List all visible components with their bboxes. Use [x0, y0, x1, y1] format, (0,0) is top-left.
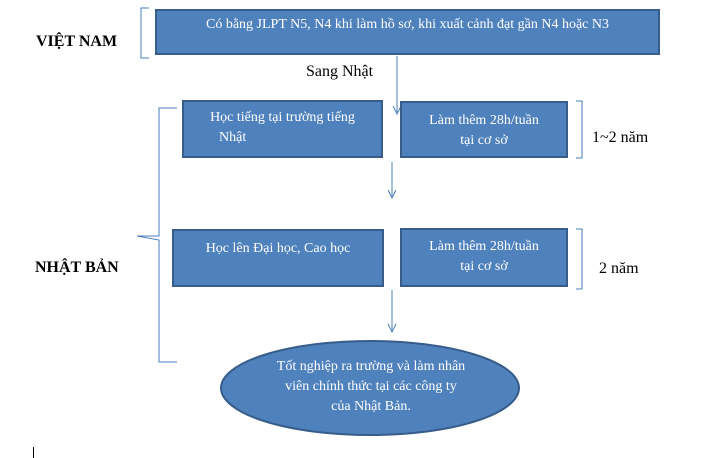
part-time-2-line-2: tại cơ sở	[460, 259, 508, 274]
part-time-1-line-2: tại cơ sở	[460, 133, 508, 148]
language-school-box: Học tiếng tại trường tiếng Nhật	[182, 100, 383, 158]
stage2-duration: 2 năm	[599, 260, 639, 277]
language-school-line-1: Học tiếng tại trường tiếng	[210, 110, 355, 125]
vietnam-label: VIỆT NAM	[36, 33, 118, 50]
japan-brace	[136, 107, 177, 363]
arrow-stage2-to-final-head	[387, 323, 397, 334]
final-line-3: của Nhật Bản.	[331, 399, 411, 414]
final-line-2: viên chính thức tại các công ty	[285, 379, 457, 394]
part-time-2-line-1: Làm thêm 28h/tuần	[429, 239, 539, 254]
part-time-1-line-1: Làm thêm 28h/tuần	[429, 113, 539, 128]
part-time-box-1: Làm thêm 28h/tuần tại cơ sở	[400, 101, 568, 158]
arrow-sang-nhat-head	[392, 105, 402, 116]
transition-label: Sang Nhật	[306, 63, 374, 80]
language-school-line-2: Nhật	[219, 130, 247, 145]
university-box: Học lên Đại học, Cao học	[172, 229, 384, 287]
stage1-duration: 1~2 năm	[592, 129, 649, 146]
part-time-box-2: Làm thêm 28h/tuần tại cơ sở	[400, 228, 568, 287]
final-text: Tốt nghiệp ra trường và làm nhân viên ch…	[256, 357, 486, 417]
requirement-box: Có bằng JLPT N5, N4 khi làm hồ sơ, khi x…	[155, 9, 660, 55]
vietnam-bracket	[140, 7, 149, 59]
text-cursor	[33, 447, 34, 458]
stage2-duration-bracket	[576, 228, 583, 290]
japan-label: NHẬT BẢN	[35, 259, 119, 276]
final-line-1: Tốt nghiệp ra trường và làm nhân	[276, 359, 466, 374]
arrow-stage1-to-stage2-head	[387, 189, 397, 200]
final-ellipse	[220, 340, 520, 436]
stage1-duration-bracket	[576, 100, 583, 159]
university-line-1: Học lên Đại học, Cao học	[205, 241, 351, 256]
